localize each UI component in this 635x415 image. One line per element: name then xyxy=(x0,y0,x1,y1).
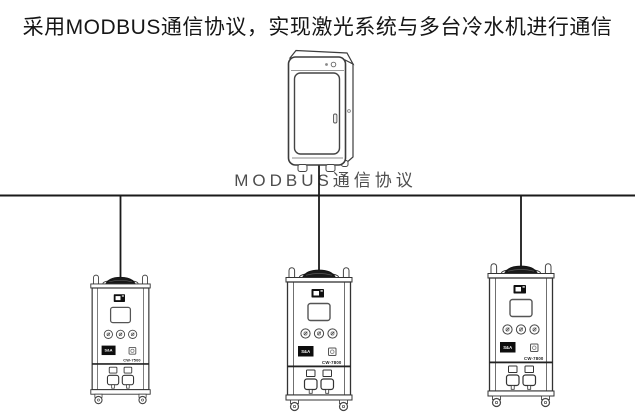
indicator-ring-icon xyxy=(330,61,337,68)
chiller-brand-label: S&A xyxy=(105,349,113,353)
cabinet-foot xyxy=(325,164,336,172)
chiller-brand-label: S&A xyxy=(301,349,310,354)
chiller-model-label: CW-7500 xyxy=(123,358,140,363)
chiller-unit-2: S&A CW-7800 xyxy=(285,267,353,412)
cabinet-foot xyxy=(297,164,308,172)
laser-system-cabinet xyxy=(287,49,355,172)
chiller-drawing xyxy=(487,263,555,408)
bus-protocol-label: MODBUS通信协议 xyxy=(234,171,417,190)
chiller-drawing xyxy=(90,274,151,405)
chiller-drawing xyxy=(285,267,353,412)
door-handle-icon xyxy=(333,113,338,124)
diagram-title: 采用MODBUS通信协议，实现激光系统与多台冷水机进行通信 xyxy=(22,16,613,39)
chiller-brand-label: S&A xyxy=(503,345,512,350)
indicator-dot-icon xyxy=(325,63,328,66)
chiller-model-label: CW-7800 xyxy=(524,356,544,361)
chiller-model-label: CW-7800 xyxy=(322,360,342,365)
chiller-unit-3: S&A CW-7800 xyxy=(487,263,555,408)
side-dot-icon xyxy=(347,109,351,113)
chiller-unit-1: S&A CW-7500 xyxy=(90,274,151,405)
cabinet-door xyxy=(293,72,341,155)
